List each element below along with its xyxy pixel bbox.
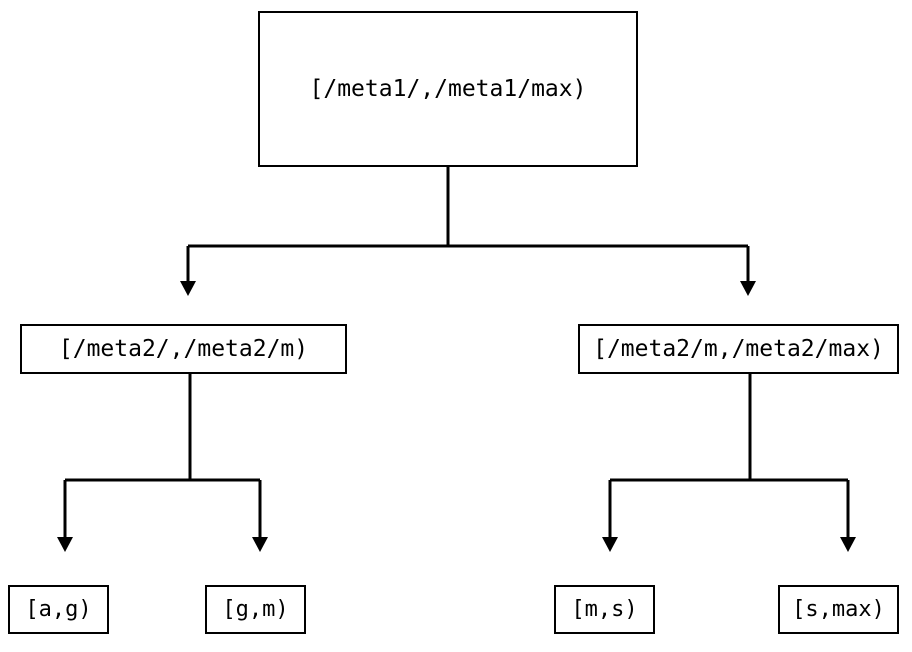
arrowhead-to-mid-left bbox=[180, 281, 196, 296]
node-mid-left-label: [/meta2/,/meta2/m) bbox=[58, 335, 309, 362]
node-leaf-a-g[interactable]: [a,g) bbox=[8, 585, 109, 634]
node-leaf-g-m[interactable]: [g,m) bbox=[205, 585, 306, 634]
node-leaf-s-max-label: [s,max) bbox=[792, 596, 885, 622]
node-root-label: [/meta1/,/meta1/max) bbox=[309, 75, 587, 102]
node-mid-right-label: [/meta2/m,/meta2/max) bbox=[593, 335, 884, 362]
arrowhead-to-leaf-s-max bbox=[840, 537, 856, 552]
node-leaf-a-g-label: [a,g) bbox=[25, 596, 92, 622]
node-root[interactable]: [/meta1/,/meta1/max) bbox=[258, 11, 638, 167]
arrowhead-to-leaf-a-g bbox=[57, 537, 73, 552]
node-mid-right[interactable]: [/meta2/m,/meta2/max) bbox=[578, 324, 899, 374]
arrowhead-to-mid-right bbox=[740, 281, 756, 296]
node-mid-left[interactable]: [/meta2/,/meta2/m) bbox=[20, 324, 347, 374]
arrowhead-to-leaf-g-m bbox=[252, 537, 268, 552]
node-leaf-s-max[interactable]: [s,max) bbox=[778, 585, 899, 634]
node-leaf-g-m-label: [g,m) bbox=[222, 596, 289, 622]
arrowhead-to-leaf-m-s bbox=[602, 537, 618, 552]
node-leaf-m-s[interactable]: [m,s) bbox=[554, 585, 655, 634]
node-leaf-m-s-label: [m,s) bbox=[571, 596, 638, 622]
